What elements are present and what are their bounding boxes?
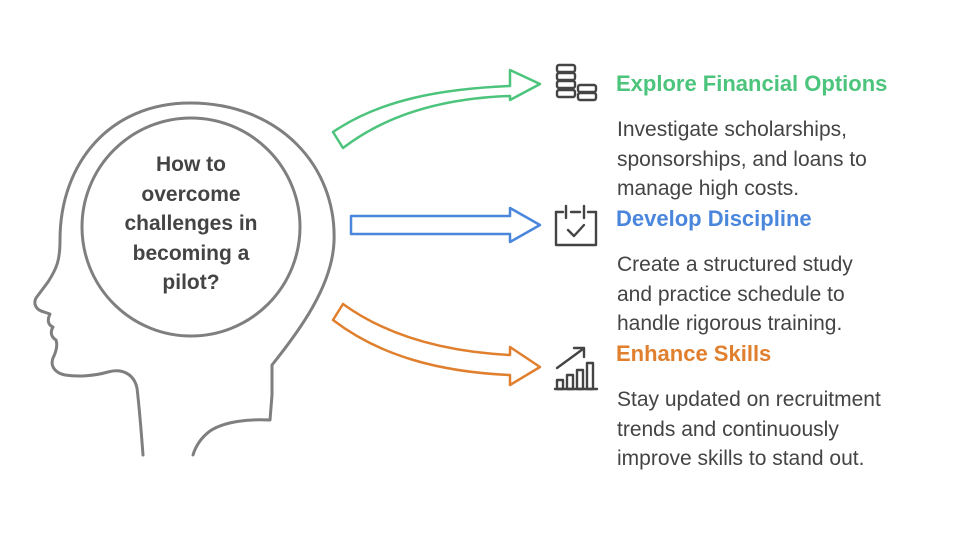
branch-title-skills: Enhance Skills bbox=[616, 341, 772, 366]
growth-chart-icon bbox=[553, 346, 599, 391]
description-line: manage high costs. bbox=[617, 177, 800, 200]
branch-description-discipline: Create a structured study and practice s… bbox=[617, 250, 957, 339]
central-question-line: How to bbox=[156, 153, 226, 176]
arrow-skills bbox=[331, 302, 542, 387]
description-line: sponsorships, and loans to bbox=[617, 147, 867, 171]
arrow-discipline bbox=[349, 206, 542, 244]
description-line: Create a structured study bbox=[617, 253, 853, 276]
central-question-line: pilot? bbox=[162, 271, 220, 294]
description-line: Investigate scholarships, bbox=[617, 118, 847, 141]
branch-description-financial: Investigate scholarships, sponsorships, … bbox=[617, 115, 957, 204]
central-question-line: overcome bbox=[141, 182, 241, 206]
branch-description-skills: Stay updated on recruitment trends and c… bbox=[617, 385, 957, 474]
branch-title-discipline: Develop Discipline bbox=[616, 206, 812, 231]
arrow-financial bbox=[331, 68, 542, 150]
central-question: How to overcome challenges in becoming a… bbox=[100, 150, 282, 298]
description-line: trends and continuously bbox=[617, 417, 839, 441]
description-line: and practice schedule to bbox=[617, 282, 845, 306]
head-outline bbox=[33, 101, 336, 457]
description-line: improve skills to stand out. bbox=[617, 447, 865, 470]
central-question-circle bbox=[80, 116, 302, 338]
coins-stack-icon bbox=[555, 63, 598, 102]
central-question-line: challenges in bbox=[124, 212, 258, 235]
branch-title-financial: Explore Financial Options bbox=[616, 71, 888, 96]
calendar-check-icon bbox=[554, 204, 598, 247]
central-question-line: becoming a bbox=[132, 241, 250, 265]
description-line: handle rigorous training. bbox=[617, 312, 843, 335]
description-line: Stay updated on recruitment bbox=[617, 388, 881, 411]
